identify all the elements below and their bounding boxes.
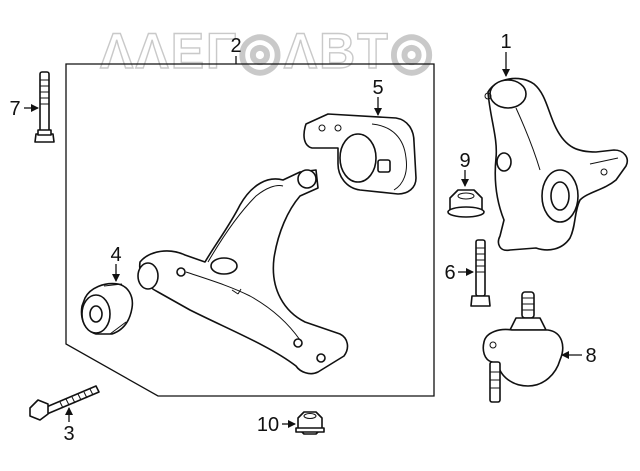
assembly-frame <box>65 63 435 397</box>
callout-10: 10 <box>257 414 279 436</box>
control-arm-icon <box>137 169 349 375</box>
callout-6: 6 <box>444 262 455 284</box>
watermark-text: ΛΛΕΓ◎ΛΒΤ◎ <box>100 23 435 79</box>
bolt-6-icon <box>470 239 491 307</box>
front-bushing-icon <box>80 282 134 335</box>
callout-5: 5 <box>372 77 383 99</box>
callout-7: 7 <box>9 98 20 120</box>
callout-8: 8 <box>585 345 596 367</box>
bolt-7-icon <box>34 71 55 143</box>
callout-2: 2 <box>230 35 241 57</box>
ball-joint-8-icon <box>482 291 564 403</box>
callout-3: 3 <box>63 423 74 445</box>
callout-4: 4 <box>110 244 121 266</box>
long-bolt-3-icon <box>29 385 100 421</box>
steering-knuckle-icon <box>484 77 629 252</box>
rear-bushing-bracket-icon <box>303 113 417 195</box>
flange-nut-9-icon <box>447 189 485 218</box>
callout-1: 1 <box>500 31 511 53</box>
nut-10-icon <box>295 411 325 435</box>
callout-9: 9 <box>459 150 470 172</box>
